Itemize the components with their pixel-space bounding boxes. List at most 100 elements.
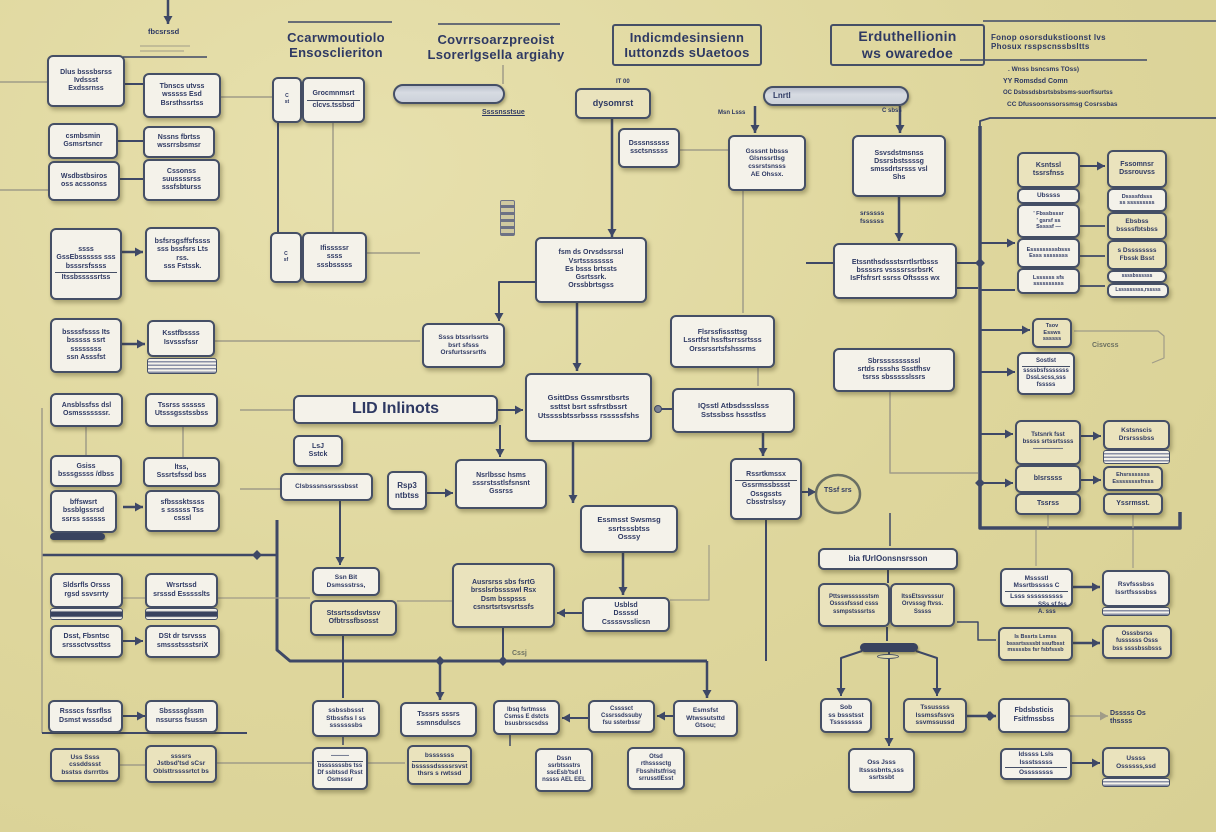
flowchart-node-3: Wsdbstbsiros oss acssonss: [48, 161, 120, 201]
flowchart-node-81: DSt dr tsrvsss smssstssstsriX: [145, 625, 220, 658]
diagram-label-5: srsssss fssssss: [860, 210, 885, 225]
flowchart-node-85: Sbssssglssm nssurss fsussn: [145, 700, 218, 733]
flowchart-node-68: Yssrmsst.: [1103, 493, 1163, 515]
flowchart-node-23: bssssfssss Its bsssss ssrt ssssssss ssn …: [50, 318, 122, 373]
flowchart-node-40: GsittDss Gssmrstbsrts ssttst bsrt ssfrst…: [525, 373, 652, 442]
arrowhead-icon: [495, 449, 505, 457]
flowchart-node-17: C sf: [270, 232, 302, 283]
arrowhead-icon: [515, 405, 523, 415]
connector-23: [978, 126, 1182, 530]
arrowhead-icon: [1092, 758, 1100, 768]
flowchart-node-15-body: Itssbsssssrtss: [61, 273, 111, 281]
flowchart-node-21: Etssnthsdssstsrrtlsrtbsss bssssrs vssssr…: [833, 243, 957, 299]
flowchart-node-96: Dssn ssrbtssstrs sscEsb'tsd I nssss AEL …: [535, 748, 593, 792]
legend-item-3: OC Dsbssdsbsrtsbsbsms-suorfisurtss: [1003, 90, 1113, 96]
arrowhead-icon: [494, 313, 504, 321]
arrowhead-icon: [1092, 638, 1100, 648]
flowchart-node-99-body: bsssssssbs tss Df ssbtssd Rsst Osmsssr: [317, 762, 363, 784]
flowchart-node-78: Wrsrtssd srsssd Essssslts: [145, 573, 218, 608]
flowchart-node-97: Otsd rthssssctg Fbsshitstfrisq srrusstlE…: [627, 747, 685, 790]
flowchart-node-55: Dssssfdsss ss sssssssss: [1107, 188, 1167, 212]
flowchart-node-51: ' Fbssbsssr ' gsrsf ss Sssssf —: [1017, 204, 1080, 238]
diagram-label-11: SSs sf fss A. sss: [1038, 602, 1067, 616]
diagram-label-8: Cssj: [512, 650, 527, 657]
flowchart-node-4: Tbnscs utvss wsssss Esd Bsrsthssrtss: [143, 73, 221, 118]
flowchart-node-99: ———bsssssssbs tss Df ssbtssd Rsst Osmsss…: [312, 747, 368, 790]
flowchart-node-12: Dsssnsssss ssctsnssss: [618, 128, 680, 168]
flowchart-node-74: Ssn Bit Dsmssstrss,: [312, 567, 380, 596]
arrowhead-icon: [702, 690, 712, 698]
arrowhead-icon: [135, 502, 143, 512]
flowchart-node-82: Ausrsrss sbs fsrtG brsslsrbsssswl Rsx Ds…: [452, 563, 555, 628]
connector-78: [957, 621, 996, 641]
flowchart-node-1: Dlus bsssbsrss Ivdssst Exdssrnss: [47, 55, 125, 107]
flowchart-node-42-body: Gssrmssbssst Ossgssts Cbsstrslssy: [741, 482, 791, 506]
arrowhead-icon: [1005, 429, 1013, 439]
flowchart-node-73: Osssbsrss fussssss Osss bss ssssbssbsss: [1102, 625, 1172, 659]
legend-item-2: YY Romsdsd Comn: [1003, 78, 1068, 85]
connector-30: [498, 281, 535, 321]
diagram-label-7: Cisvcss: [1092, 342, 1119, 349]
flowchart-node-34: sfbsssktssss s ssssss Tss csssl: [145, 490, 220, 532]
connector-100: [1074, 330, 1165, 364]
arrowhead-icon: [932, 688, 942, 696]
flowchart-node-99-title: ———: [316, 753, 364, 762]
flowchart-node-69-title: Msssstl Mssrtbsssss C: [1005, 575, 1068, 592]
flowchart-node-52: Esssssssssbsss Esss ssssssss: [1017, 238, 1080, 268]
flowchart-node-59: Lsssssssss,rsssss: [1107, 283, 1169, 298]
flowchart-node-94: ssssrs Jstbsd'tsd sCsr Oblsttrssssrtct b…: [145, 745, 217, 783]
flowchart-node-57: s Dssssssss Fbssk Bsst: [1107, 240, 1167, 270]
flowchart-node-10: Lnrtl: [763, 86, 909, 106]
diamond-junction-icon: [498, 656, 508, 666]
connector-77: [915, 650, 938, 696]
flowchart-node-30: Gsiss bsssgssss /dbss: [50, 455, 122, 487]
flowchart-node-44: bia fUrlOonsnsrsson: [818, 548, 958, 570]
diagram-label-2: Ssssnsstsue: [482, 109, 525, 116]
arrowhead-icon: [163, 16, 173, 24]
flowchart-node-39: Nsrlbssc hsms sssrstsstlsfsnsnt Gssrss: [455, 459, 547, 509]
flowchart-node-54: Fssomnsr Dssrouvss: [1107, 150, 1167, 188]
arrowhead-icon: [1005, 478, 1013, 488]
flowchart-node-62: Tstsnrk fsst bssss srtssrtssss —————: [1015, 420, 1081, 465]
connector-22: [889, 392, 978, 474]
flowchart-node-19: fsm ds Orvsdssrssl Vsrtssssssss Es bsss …: [535, 237, 647, 303]
diamond-junction-icon: [975, 478, 985, 488]
flowchart-node-47: [860, 643, 918, 652]
flowchart-node-67: Ehsrsssssss Essssssssfrsss: [1103, 466, 1163, 491]
flowchart-node-69-body: Lsss ssssssssss: [1010, 592, 1063, 600]
arrowhead-icon: [435, 692, 445, 700]
flowchart-node-42-title: Rssrtkmssx: [735, 471, 797, 482]
flowchart-node-33: [50, 533, 105, 540]
flowchart-node-26: Ssss btssrlssrts bsrt sfsss Orsfurtssrsr…: [422, 323, 505, 368]
flowchart-node-71: [1102, 607, 1170, 616]
arrowhead-icon: [135, 247, 143, 257]
flowchart-node-15-title: ssss GssEbssssss sss bsssrsfssss: [55, 246, 117, 273]
flowchart-node-93: Uss Ssss cssddssst bsstss dsrrrtbs: [50, 748, 120, 782]
flowchart-node-36: LsJ Sstck: [293, 435, 343, 467]
arrowhead-icon: [1093, 475, 1101, 485]
diagram-label-3: IT 00: [616, 79, 630, 85]
flowchart-node-24: Ksstfbssss Isvsssfssr: [147, 320, 215, 357]
arrowhead-icon: [1092, 582, 1100, 592]
arrowhead-icon: [557, 608, 565, 618]
flowchart-node-89: Esmsfst Wtwssutsttd Gtsou;: [673, 700, 738, 737]
flowchart-node-38: Rsp3 ntbtss: [387, 471, 427, 510]
arrowhead-icon: [758, 448, 768, 456]
flowchart-node-77: [50, 608, 123, 620]
flowchart-node-16: bsfsrsgsffsfssss sss bssfsrs Lts rss. ss…: [145, 227, 220, 282]
arrowhead-icon: [1093, 431, 1101, 441]
arrowhead-icon: [137, 339, 145, 349]
flowchart-node-2: csmbsmin Gsmsrtsncr: [48, 123, 118, 159]
annotation-circle-icon: [814, 473, 862, 515]
flowchart-node-61-body: ssssbsfsssssss DssLscss,sss fsssss: [1023, 367, 1069, 389]
flowchart-node-91: Tssussss Issmssfssvs ssvmssussd: [903, 698, 967, 733]
flowchart-node-60: Tsov Essws ssssss: [1032, 318, 1072, 348]
flowchart-node-8-body: clcvs.tssbsd: [312, 101, 355, 109]
flowchart-node-49: Ksntssl tssrsfnss: [1017, 152, 1080, 188]
column-header-3: Indicmdesinsienn Iuttonzds sUaetoos: [612, 24, 762, 66]
flowchart-node-87: Ibsq fsrtmsss Csmss E dstcts bsusbrsscsd…: [493, 700, 560, 735]
flowchart-node-20: [500, 200, 515, 236]
arrowhead-icon: [894, 233, 904, 241]
flowchart-node-79: [145, 608, 218, 620]
